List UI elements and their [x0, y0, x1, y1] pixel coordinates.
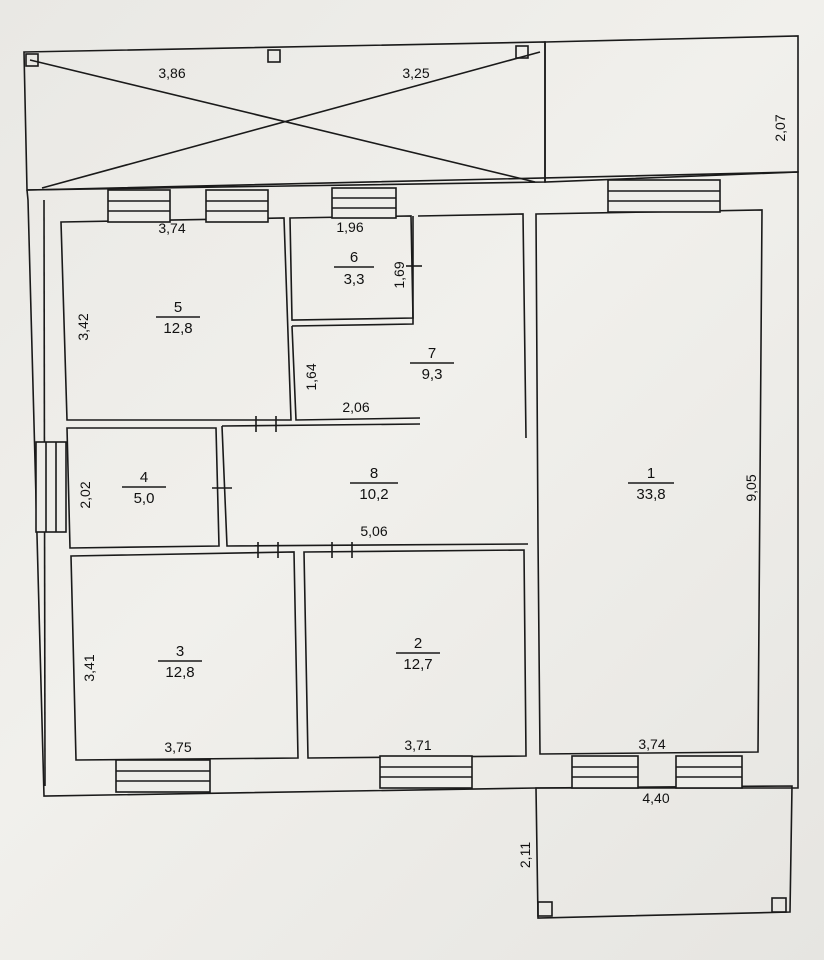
room-number: 5	[174, 299, 182, 316]
room-area: 12,8	[165, 664, 194, 681]
post-marker	[515, 45, 529, 59]
room-area: 3,3	[344, 271, 365, 288]
room-8-shape	[221, 423, 529, 547]
dim-room5-width: 3,74	[158, 220, 185, 236]
dim-room4-height: 2,02	[77, 481, 93, 508]
room-area: 12,8	[163, 320, 192, 337]
dim-terrace-top-height: 2,07	[772, 114, 788, 141]
dim-room1-width: 3,74	[638, 736, 665, 752]
room-label-6: 6 3,3	[334, 249, 374, 288]
room-area: 12,7	[403, 656, 432, 673]
room-4-shape	[66, 427, 220, 549]
room-number: 7	[428, 345, 436, 362]
room-area: 9,3	[422, 366, 443, 383]
dim-room3-height: 3,41	[81, 654, 97, 681]
dim-room7-width: 2,06	[342, 399, 369, 415]
dim-hall-width: 5,06	[360, 523, 387, 539]
room-area: 5,0	[134, 490, 155, 507]
post-marker	[537, 901, 553, 917]
room-label-1: 1 33,8	[628, 465, 674, 503]
dim-top-left: 3,86	[158, 65, 185, 81]
room-5-shape	[60, 217, 292, 421]
room-number: 8	[370, 465, 378, 482]
dim-room1-height: 9,05	[743, 474, 759, 501]
room-number: 4	[140, 469, 148, 486]
room-label-2: 2 12,7	[396, 635, 440, 673]
post-marker	[771, 897, 787, 913]
dim-room3-width: 3,75	[164, 739, 191, 755]
room-7-shape	[291, 213, 527, 439]
dim-porch-height: 2,11	[517, 842, 533, 868]
room-label-5: 5 12,8	[156, 299, 200, 337]
dim-top-right: 3,25	[402, 65, 429, 81]
room-label-8: 8 10,2	[350, 465, 398, 503]
dim-room7-height: 1,64	[303, 363, 319, 390]
dimension-labels: 3,86 3,25 2,07 3,74 3,42 1,96 1,69 1,64 …	[75, 65, 788, 868]
room-label-3: 3 12,8	[158, 643, 202, 681]
room-number: 1	[647, 465, 655, 482]
top-terrace	[23, 35, 799, 191]
room-area: 10,2	[359, 486, 388, 503]
dim-room6-height: 1,69	[391, 261, 407, 288]
room-area: 33,8	[636, 486, 665, 503]
post-marker	[267, 49, 281, 63]
dim-room6-width: 1,96	[336, 219, 363, 235]
room-number: 2	[414, 635, 422, 652]
room-number: 3	[176, 643, 184, 660]
room-label-4: 4 5,0	[122, 469, 166, 507]
room-2-shape	[303, 549, 527, 759]
room-label-7: 7 9,3	[410, 345, 454, 383]
post-marker	[25, 53, 39, 67]
dim-room5-height: 3,42	[75, 313, 91, 340]
room-3-shape	[70, 551, 299, 761]
room-1-shape	[535, 209, 763, 755]
windows	[35, 179, 743, 793]
dim-porch-width: 4,40	[642, 790, 669, 806]
door-marks	[212, 265, 422, 558]
room-number: 6	[350, 249, 358, 266]
dim-room2-width: 3,71	[404, 737, 431, 753]
